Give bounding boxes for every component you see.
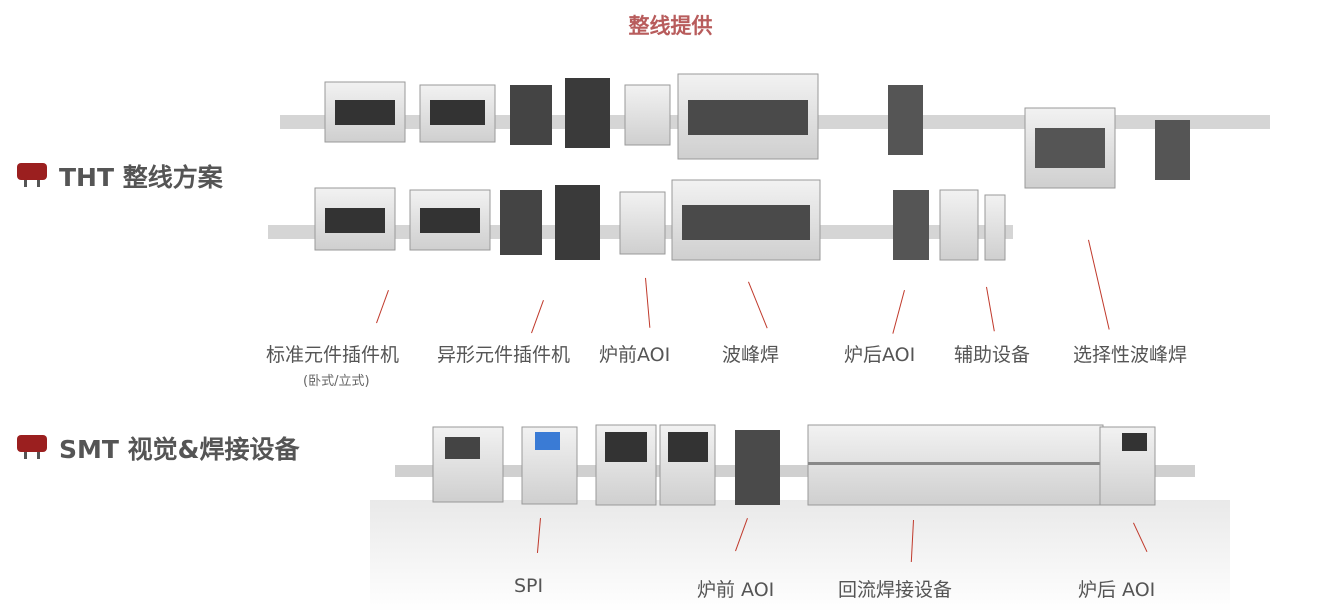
label-selective-wave: 选择性波峰焊 <box>1073 344 1188 366</box>
label-reflow: 回流焊接设备 <box>838 579 953 601</box>
label-smt-post-aoi: 炉后 AOI <box>1078 579 1156 601</box>
label-post-aoi: 炉后AOI <box>844 344 916 366</box>
label-standard-inserter-sub: (卧式/立式) <box>303 374 370 389</box>
tht-line-lower <box>268 179 1013 261</box>
label-wave-solder: 波峰焊 <box>722 344 780 366</box>
label-aux-equipment: 辅助设备 <box>954 344 1031 366</box>
chip-icon <box>17 163 47 189</box>
label-odd-form-inserter: 异形元件插件机 <box>437 344 571 366</box>
smt-line <box>395 424 1195 506</box>
page-title: 整线提供 <box>628 14 713 38</box>
tht-heading-text: THT 整线方案 <box>59 163 223 192</box>
tht-section-heading: THT 整线方案 <box>17 158 223 194</box>
label-spi: SPI <box>514 575 544 597</box>
label-smt-pre-aoi: 炉前 AOI <box>697 579 775 601</box>
label-pre-aoi: 炉前AOI <box>599 344 671 366</box>
chip-icon <box>17 435 47 461</box>
smt-section-heading: SMT 视觉&焊接设备 <box>17 430 299 466</box>
label-standard-inserter: 标准元件插件机 <box>266 344 400 366</box>
tht-line-upper <box>280 73 1270 189</box>
smt-heading-text: SMT 视觉&焊接设备 <box>59 435 300 464</box>
